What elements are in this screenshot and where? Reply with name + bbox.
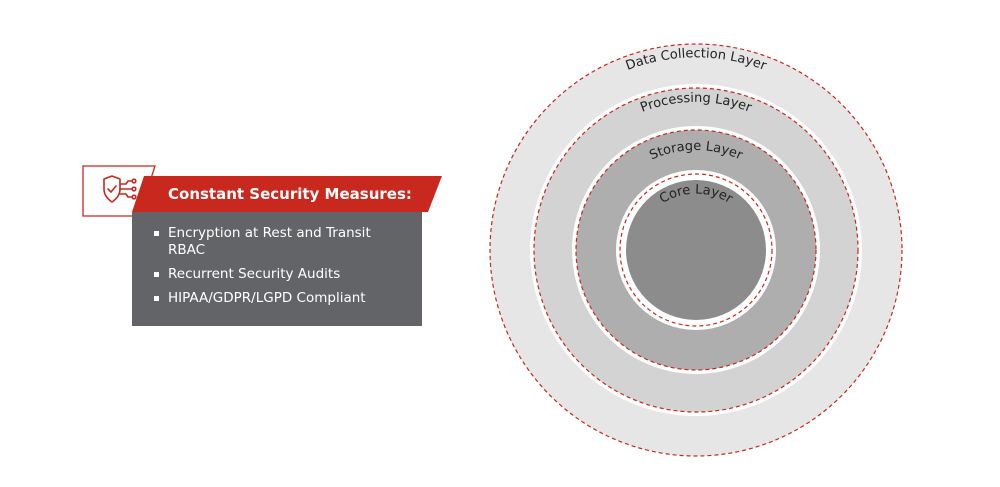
list-item: Recurrent Security Audits — [154, 266, 412, 283]
security-card-header: Constant Security Measures: — [132, 176, 442, 212]
security-card-title: Constant Security Measures: — [168, 185, 412, 203]
list-item: Encryption at Rest and Transit RBAC — [154, 225, 412, 259]
shield-check-circuit-icon — [103, 175, 137, 203]
list-item-text: HIPAA/GDPR/LGPD Compliant — [168, 290, 366, 306]
layers-diagram: Data Collection Layer Processing Layer S… — [489, 43, 903, 457]
bullet-marker — [154, 272, 159, 277]
bullet-marker — [154, 231, 159, 236]
security-card-body: Encryption at Rest and Transit RBAC Recu… — [132, 212, 422, 326]
list-item-text: Recurrent Security Audits — [168, 266, 341, 282]
security-measures-list: Encryption at Rest and Transit RBAC Recu… — [154, 225, 412, 307]
bullet-marker — [154, 296, 159, 301]
list-item: HIPAA/GDPR/LGPD Compliant — [154, 290, 412, 307]
core-circle — [626, 180, 766, 320]
list-item-text: Encryption at Rest and Transit RBAC — [168, 225, 371, 258]
